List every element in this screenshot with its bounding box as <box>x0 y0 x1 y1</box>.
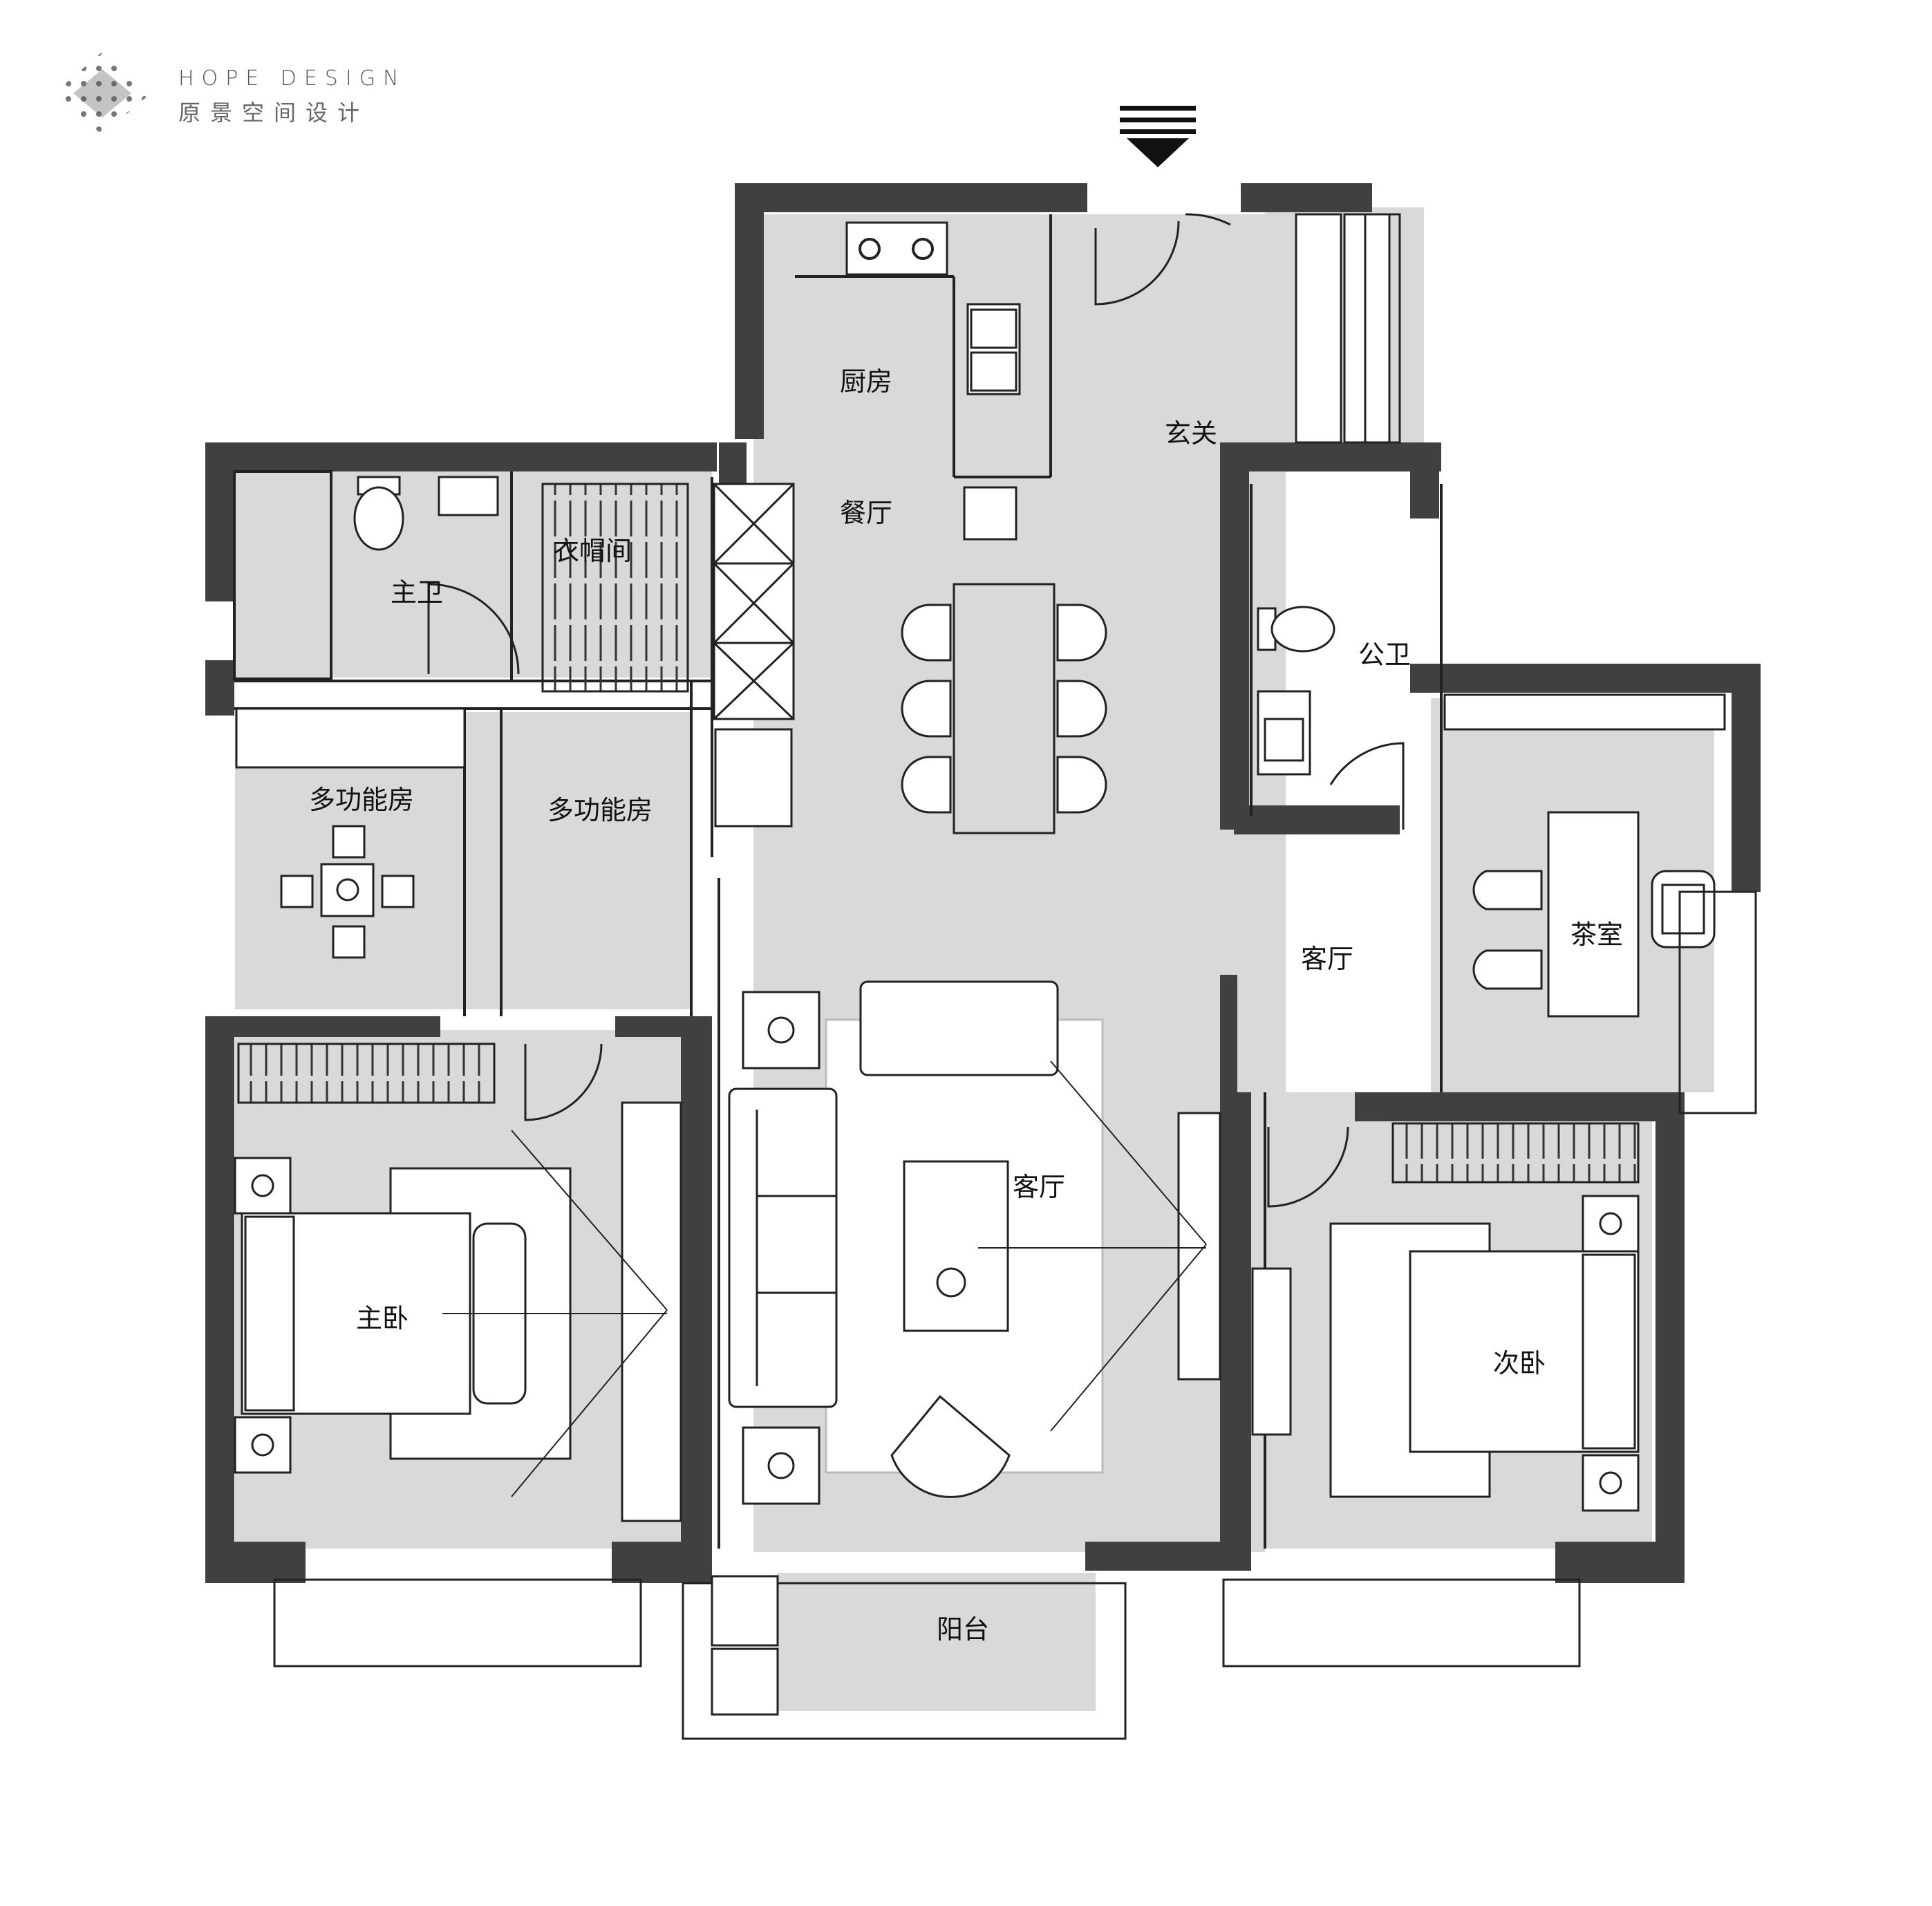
label-living-upper: 客厅 <box>1301 944 1353 974</box>
sink-icon <box>963 303 1021 541</box>
toilet-icon <box>353 476 1335 653</box>
windows <box>273 213 1757 1740</box>
label-multi-room-right: 多功能房 <box>547 795 653 825</box>
label-second-bedroom: 次卧 <box>1493 1348 1546 1379</box>
label-master-bedroom: 主卧 <box>356 1303 409 1334</box>
fridge-icon <box>714 728 793 828</box>
table-set-icon <box>280 825 415 959</box>
dining-island <box>901 583 1107 834</box>
tea-table-icon <box>1472 811 1716 1018</box>
washer-icon <box>711 1575 779 1716</box>
coffee-table-icon <box>903 1160 1009 1332</box>
room-labels: 厨房 餐厅 玄关 主卫 衣帽间 公卫 多功能房 多功能房 客厅 客厅 茶室 主卧… <box>309 366 1623 1645</box>
label-balcony: 阳台 <box>937 1614 989 1645</box>
brand-name-en: HOPE DESIGN <box>178 66 406 91</box>
label-living-center: 客厅 <box>1013 1172 1065 1202</box>
label-dining: 餐厅 <box>840 498 892 528</box>
label-master-bath: 主卫 <box>391 577 443 608</box>
door-swings <box>427 213 1405 1208</box>
tv-cabinet-icon <box>621 1101 1221 1522</box>
lamp-icon <box>234 991 1640 1512</box>
brand-name-cn: 原景空间设计 <box>178 100 370 126</box>
basin-icon <box>438 476 1311 776</box>
label-tea-room: 茶室 <box>1570 919 1623 950</box>
walls <box>205 183 1761 1583</box>
partitions <box>233 214 1443 1549</box>
label-multi-room-left: 多功能房 <box>309 785 414 815</box>
label-foyer: 玄关 <box>1165 418 1217 449</box>
label-kitchen: 厨房 <box>840 366 892 397</box>
tv-sightlines <box>442 1061 1207 1497</box>
label-public-bath: 公卫 <box>1358 639 1411 670</box>
wardrobes <box>235 213 1726 1184</box>
dot-matrix-diamond-logo-icon <box>54 52 151 135</box>
sofa-icon <box>728 980 1059 1408</box>
entrance-arrow-icon <box>1120 106 1196 167</box>
label-cloakroom: 衣帽间 <box>553 536 632 566</box>
armchair-icon <box>890 1394 1011 1498</box>
stove-icon <box>845 221 948 276</box>
second-bed-icon <box>1251 1222 1640 1498</box>
